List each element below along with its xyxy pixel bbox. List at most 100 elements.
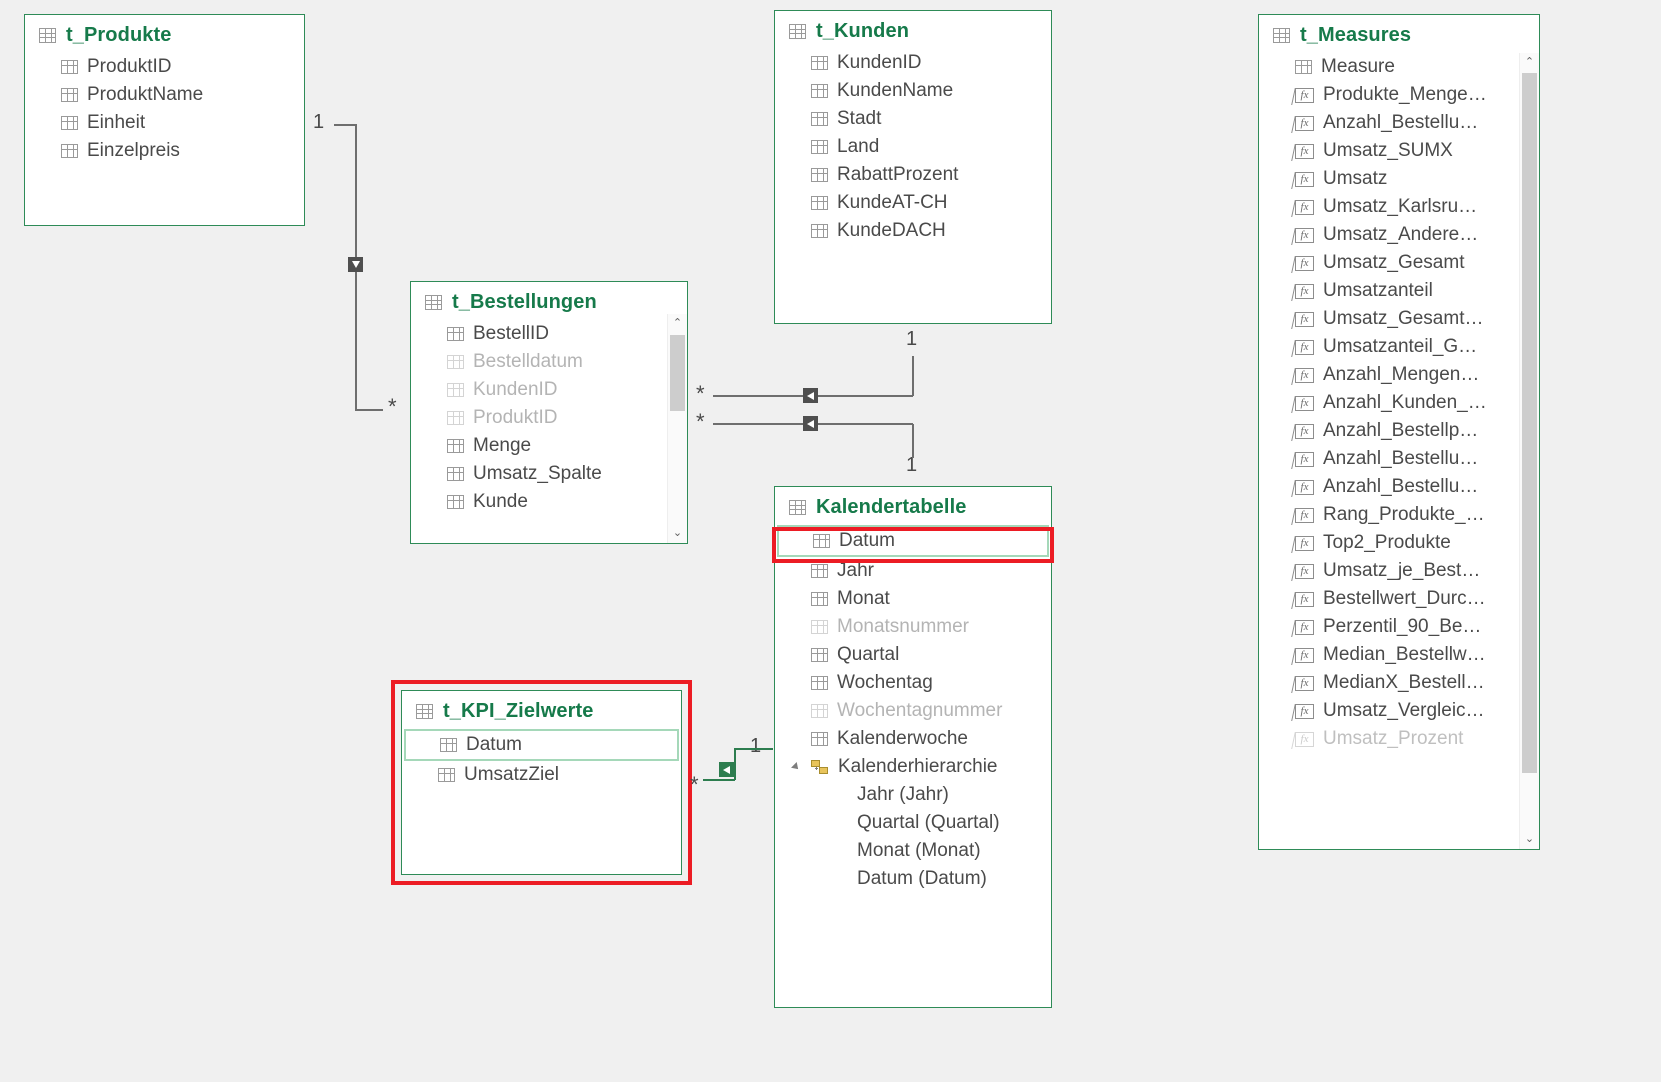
field-row-umsatz-spalte[interactable]: Umsatz_Spalte <box>411 460 687 488</box>
table-title-t-kpi-zielwerte: t_KPI_Zielwerte <box>402 691 681 729</box>
measure-row-median-bestellw[interactable]: fx Median_Bestellw… <box>1259 641 1539 669</box>
table-card-t-kpi-zielwerte[interactable]: t_KPI_Zielwerte Datum UmsatzZiel <box>401 690 682 875</box>
column-icon <box>811 676 828 690</box>
table-name: Kalendertabelle <box>816 496 967 518</box>
measure-row-anzahl-mengen[interactable]: fx Anzahl_Mengen… <box>1259 361 1539 389</box>
relationship-line-produkte-h1 <box>334 124 356 126</box>
field-row-produktid[interactable]: ProduktID <box>411 404 687 432</box>
column-icon <box>447 355 464 369</box>
field-row-bestelldatum[interactable]: Bestelldatum <box>411 348 687 376</box>
field-row-produktname[interactable]: ProduktName <box>25 81 304 109</box>
hierarchy-level-quartal[interactable]: Quartal (Quartal) <box>775 809 1051 837</box>
field-row-kundenname[interactable]: KundenName <box>775 77 1051 105</box>
field-row-monat[interactable]: Monat <box>775 585 1051 613</box>
field-row-wochentag[interactable]: Wochentag <box>775 669 1051 697</box>
scrollbar-thumb[interactable] <box>670 335 685 411</box>
table-title-t-measures: t_Measures <box>1259 15 1539 53</box>
field-row-rabattprozent[interactable]: RabattProzent <box>775 161 1051 189</box>
measure-row-top2-produkte[interactable]: fx Top2_Produkte <box>1259 529 1539 557</box>
measure-row-umsatz-vergleic[interactable]: fx Umsatz_Vergleic… <box>1259 697 1539 725</box>
field-row-produktid[interactable]: ProduktID <box>25 53 304 81</box>
table-card-t-kunden[interactable]: t_Kunden KundenID KundenName Stadt Land … <box>774 10 1052 324</box>
measure-row-produkte-menge[interactable]: fx Produkte_Menge… <box>1259 81 1539 109</box>
vertical-scrollbar[interactable]: ⌃ ⌄ <box>1519 53 1539 849</box>
field-row-land[interactable]: Land <box>775 133 1051 161</box>
field-row-measure[interactable]: Measure <box>1259 53 1539 81</box>
field-row-kundedach[interactable]: KundeDACH <box>775 217 1051 245</box>
field-list: Datum UmsatzZiel <box>402 729 681 795</box>
scroll-up-icon[interactable]: ⌃ <box>1524 56 1535 68</box>
table-card-t-measures[interactable]: t_Measures Measure fx Produkte_Menge… fx… <box>1258 14 1540 850</box>
scroll-down-icon[interactable]: ⌄ <box>1524 833 1535 845</box>
scrollbar-thumb[interactable] <box>1522 73 1537 773</box>
measure-row-umsatz[interactable]: fx Umsatz <box>1259 165 1539 193</box>
field-row-datum-selected[interactable]: Datum <box>777 525 1049 557</box>
column-icon <box>440 738 457 752</box>
field-label: Produkte_Menge… <box>1323 84 1487 105</box>
measure-row-umsatzanteil[interactable]: fx Umsatzanteil <box>1259 277 1539 305</box>
field-row-jahr[interactable]: Jahr <box>775 557 1051 585</box>
measure-row-bestellwert-durc[interactable]: fx Bestellwert_Durc… <box>1259 585 1539 613</box>
field-row-kunde[interactable]: Kunde <box>411 488 687 516</box>
field-row-kalenderwoche[interactable]: Kalenderwoche <box>775 725 1051 753</box>
field-row-umsatzziel[interactable]: UmsatzZiel <box>402 761 681 789</box>
column-icon <box>1295 60 1312 74</box>
measure-row-rang-produkte[interactable]: fx Rang_Produkte_… <box>1259 501 1539 529</box>
measure-row-anzahl-bestellungen[interactable]: fx Anzahl_Bestellu… <box>1259 109 1539 137</box>
column-icon <box>811 112 828 126</box>
field-row-einzelpreis[interactable]: Einzelpreis <box>25 137 304 165</box>
table-icon <box>789 24 806 39</box>
cardinality-one-kalender: 1 <box>906 454 918 476</box>
measure-row-medianx-bestell[interactable]: fx MedianX_Bestell… <box>1259 669 1539 697</box>
measure-row-perzentil-90[interactable]: fx Perzentil_90_Be… <box>1259 613 1539 641</box>
measure-row-anzahl-bestellp[interactable]: fx Anzahl_Bestellp… <box>1259 417 1539 445</box>
field-row-wochentagnummer[interactable]: Wochentagnummer <box>775 697 1051 725</box>
measure-row-umsatz-karlsruhe[interactable]: fx Umsatz_Karlsru… <box>1259 193 1539 221</box>
field-row-monatsnummer[interactable]: Monatsnummer <box>775 613 1051 641</box>
table-name: t_KPI_Zielwerte <box>443 700 594 722</box>
field-row-einheit[interactable]: Einheit <box>25 109 304 137</box>
field-row-kalenderhierarchie[interactable]: Kalenderhierarchie <box>775 753 1051 781</box>
table-title-t-produkte: t_Produkte <box>25 15 304 53</box>
field-row-kundenid[interactable]: KundenID <box>411 376 687 404</box>
scroll-up-icon[interactable]: ⌃ <box>672 317 683 329</box>
hierarchy-level-monat[interactable]: Monat (Monat) <box>775 837 1051 865</box>
measure-row-anzahl-kunden[interactable]: fx Anzahl_Kunden_… <box>1259 389 1539 417</box>
column-icon <box>811 196 828 210</box>
scroll-down-icon[interactable]: ⌄ <box>672 527 683 539</box>
measure-icon: fx <box>1295 619 1314 635</box>
column-icon <box>61 88 78 102</box>
measure-row-umsatz-gesamt[interactable]: fx Umsatz_Gesamt <box>1259 249 1539 277</box>
measure-row-anzahl-bestellu-3[interactable]: fx Anzahl_Bestellu… <box>1259 473 1539 501</box>
table-icon <box>1273 28 1290 43</box>
field-row-quartal[interactable]: Quartal <box>775 641 1051 669</box>
measure-row-anzahl-bestellu-2[interactable]: fx Anzahl_Bestellu… <box>1259 445 1539 473</box>
field-row-datum-selected[interactable]: Datum <box>404 729 679 761</box>
field-row-bestellid[interactable]: BestellID <box>411 320 687 348</box>
field-row-stadt[interactable]: Stadt <box>775 105 1051 133</box>
column-icon <box>811 648 828 662</box>
measure-row-umsatz-gesamt-2[interactable]: fx Umsatz_Gesamt… <box>1259 305 1539 333</box>
column-icon <box>811 564 828 578</box>
chevron-expand-icon[interactable] <box>791 762 801 772</box>
hierarchy-level-datum[interactable]: Datum (Datum) <box>775 865 1051 893</box>
table-card-kalendertabelle[interactable]: Kalendertabelle Datum Jahr Monat Monatsn… <box>774 486 1052 1008</box>
hierarchy-level-jahr[interactable]: Jahr (Jahr) <box>775 781 1051 809</box>
column-icon <box>438 768 455 782</box>
measure-row-umsatz-je-best[interactable]: fx Umsatz_je_Best… <box>1259 557 1539 585</box>
table-card-t-produkte[interactable]: t_Produkte ProduktID ProduktName Einheit… <box>24 14 305 226</box>
column-icon <box>811 140 828 154</box>
table-card-t-bestellungen[interactable]: t_Bestellungen BestellID Bestelldatum Ku… <box>410 281 688 544</box>
measure-icon: fx <box>1295 199 1314 215</box>
field-row-menge[interactable]: Menge <box>411 432 687 460</box>
field-label: Menge <box>473 435 532 456</box>
measure-row-umsatz-prozent[interactable]: fx Umsatz_Prozent <box>1259 725 1539 753</box>
vertical-scrollbar[interactable]: ⌃ ⌄ <box>667 314 687 543</box>
measure-row-umsatzanteil-g[interactable]: fx Umsatzanteil_G… <box>1259 333 1539 361</box>
measure-row-umsatz-sumx[interactable]: fx Umsatz_SUMX <box>1259 137 1539 165</box>
measure-row-umsatz-andere[interactable]: fx Umsatz_Andere… <box>1259 221 1539 249</box>
field-row-kundenid[interactable]: KundenID <box>775 49 1051 77</box>
column-icon <box>447 327 464 341</box>
field-label: Top2_Produkte <box>1323 532 1451 553</box>
field-row-kundeatch[interactable]: KundeAT-CH <box>775 189 1051 217</box>
